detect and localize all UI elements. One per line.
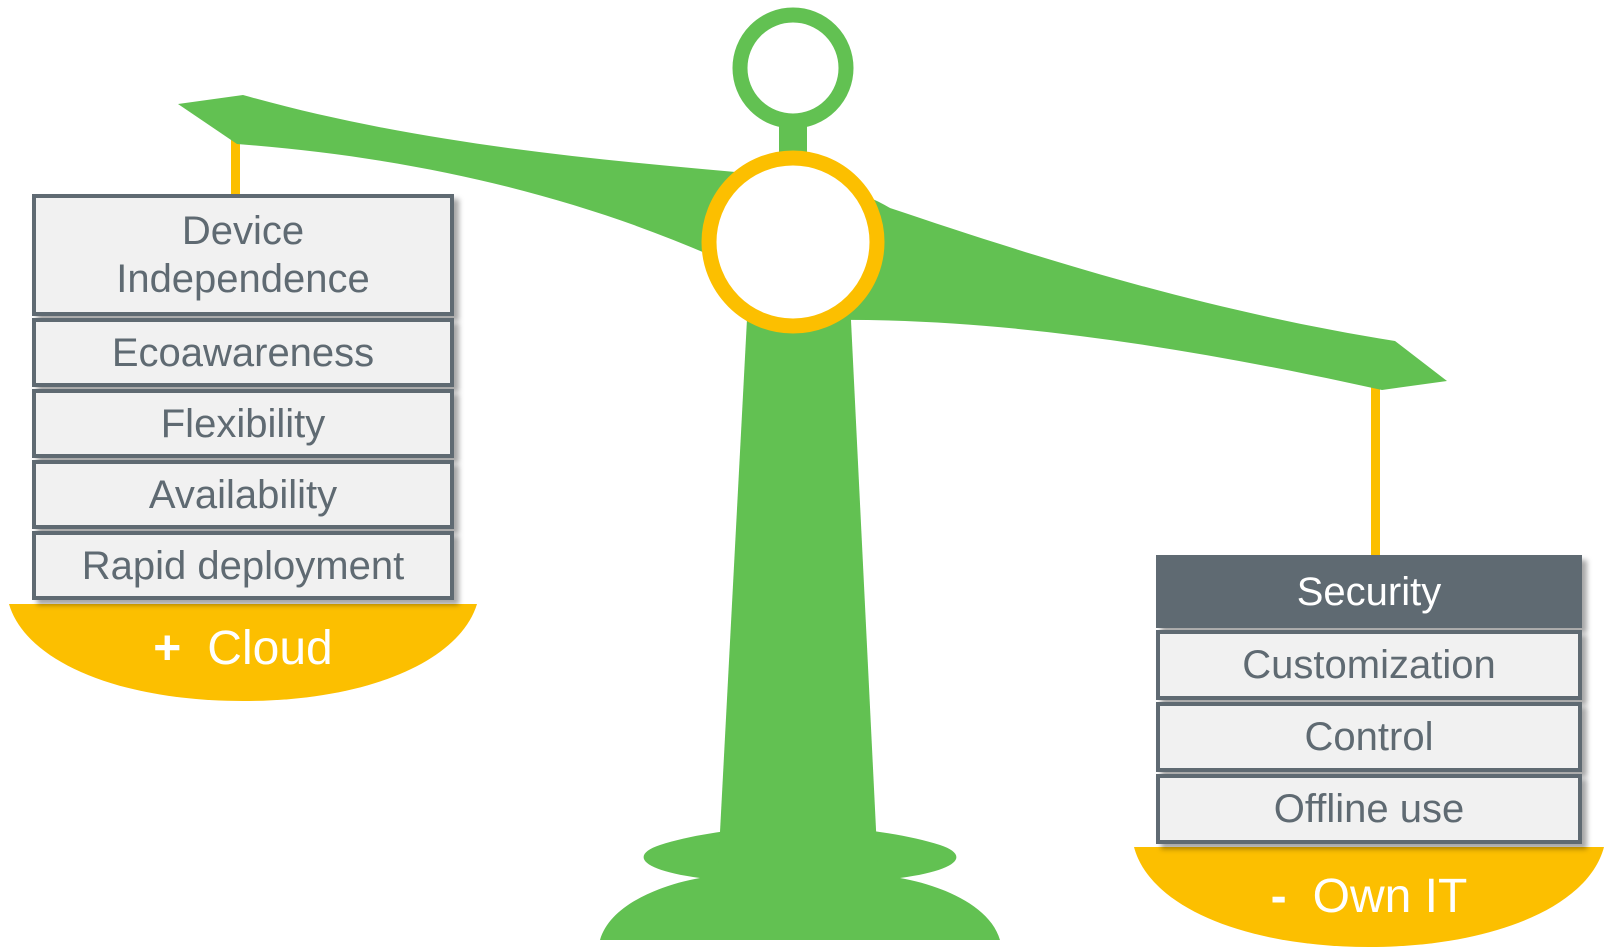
right-pan: [1134, 847, 1604, 947]
left-pan-string: [231, 140, 240, 200]
own-it-advantages-stack: Security Customization Control Offline u…: [1156, 555, 1582, 846]
factor-label: Device Independence: [116, 209, 370, 301]
factor-box-availability: Availability: [32, 460, 454, 529]
own-it-label-text: Own IT: [1312, 870, 1468, 923]
factor-label: Security: [1296, 569, 1442, 614]
factor-box-customization: Customization: [1156, 630, 1582, 700]
factor-box-control: Control: [1156, 702, 1582, 772]
pivot-ring: [701, 150, 885, 334]
left-pan: [9, 604, 477, 701]
factor-label: Control: [1304, 715, 1434, 759]
cloud-pan-label: + Cloud: [32, 622, 454, 676]
own-it-pan-label: -Own IT: [1136, 870, 1602, 924]
scale-pillar: [718, 300, 878, 870]
factor-label: Flexibility: [160, 401, 326, 446]
factor-label: Rapid deployment: [81, 543, 405, 588]
scale-base: [600, 826, 1000, 940]
factor-label: Availability: [148, 472, 338, 517]
factor-box-ecoawareness: Ecoawareness: [32, 318, 454, 387]
factor-box-security: Security: [1156, 555, 1582, 628]
minus-icon: -: [1270, 870, 1287, 923]
factor-label: Ecoawareness: [111, 330, 375, 375]
factor-box-rapid-deployment: Rapid deployment: [32, 531, 454, 600]
factor-box-offline-use: Offline use: [1156, 774, 1582, 844]
plus-icon: +: [153, 622, 182, 675]
right-pan-string: [1371, 380, 1380, 560]
factor-box-device-independence: Device Independence: [32, 194, 454, 316]
factor-box-flexibility: Flexibility: [32, 389, 454, 458]
top-ring: [732, 7, 854, 129]
cloud-label-text: Cloud: [207, 622, 333, 675]
cloud-advantages-stack: Device Independence Ecoawareness Flexibi…: [32, 194, 454, 602]
factor-label: Offline use: [1273, 787, 1465, 831]
factor-label: Customization: [1242, 643, 1496, 687]
